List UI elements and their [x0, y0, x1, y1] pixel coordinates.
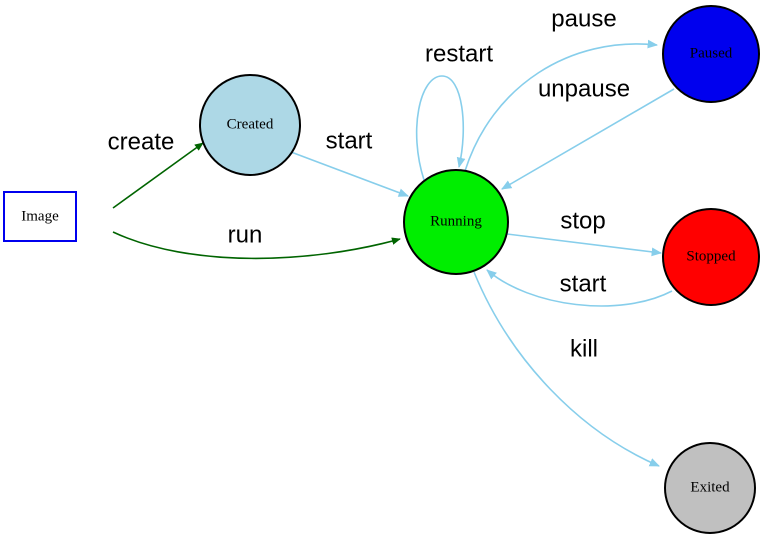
edge-kill-path	[473, 271, 660, 467]
edge-kill: kill	[473, 271, 660, 467]
edge-run: run	[112, 221, 401, 260]
node-created-circle[interactable]	[199, 74, 301, 176]
node-paused-label: Paused	[690, 45, 733, 61]
node-paused-circle[interactable]	[662, 5, 760, 103]
edge-stop-path	[506, 233, 663, 257]
edge-stop: stop	[506, 207, 663, 257]
edge-unpause: unpause	[501, 75, 675, 190]
edge-start-stopped: start	[486, 269, 673, 307]
node-stopped[interactable]: Stopped	[662, 208, 760, 306]
node-stopped-label: Stopped	[686, 248, 736, 264]
edge-label-unpause: unpause	[538, 75, 630, 102]
node-paused[interactable]: Paused	[662, 5, 760, 103]
edge-pause: pause	[464, 5, 659, 172]
node-created-label: Created	[227, 116, 274, 132]
edge-start-created: start	[290, 127, 409, 197]
node-stopped-circle[interactable]	[662, 208, 760, 306]
edge-label-pause: pause	[551, 5, 616, 32]
edge-start-stopped-path	[486, 269, 673, 307]
edge-start-created-path	[290, 151, 409, 197]
edge-run-path	[112, 231, 401, 260]
edge-pause-path	[464, 39, 659, 172]
node-running-label: Running	[430, 213, 482, 229]
edge-label-start-stopped: start	[560, 270, 607, 297]
node-image-rect[interactable]	[3, 191, 77, 242]
node-running-circle[interactable]	[403, 169, 509, 275]
edge-create-path	[112, 142, 204, 209]
node-running[interactable]: Running	[403, 169, 509, 275]
edge-label-stop: stop	[560, 207, 605, 234]
edge-create: create	[108, 128, 204, 209]
edge-restart: restart	[415, 40, 493, 181]
node-exited-label: Exited	[690, 479, 730, 495]
edge-unpause-path	[501, 88, 675, 190]
node-exited[interactable]: Exited	[664, 442, 756, 534]
edge-label-restart: restart	[425, 40, 493, 67]
edge-label-create: create	[108, 128, 175, 155]
edge-label-kill: kill	[570, 335, 598, 362]
node-exited-circle[interactable]	[664, 442, 756, 534]
node-created[interactable]: Created	[199, 74, 301, 176]
node-image[interactable]: Image	[3, 191, 77, 242]
node-image-label: Image	[21, 208, 59, 224]
edge-label-run: run	[228, 221, 263, 248]
edge-restart-path	[415, 75, 466, 181]
edge-label-start-created: start	[326, 127, 373, 154]
